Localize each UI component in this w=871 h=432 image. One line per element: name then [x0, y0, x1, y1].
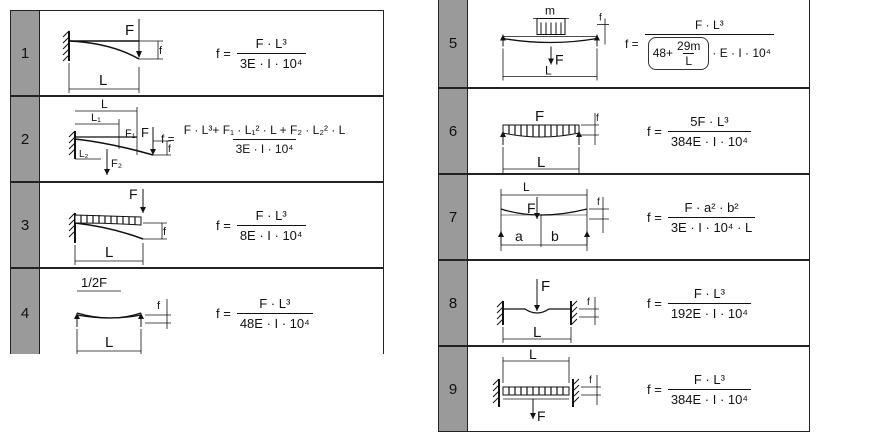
table-row: 7 L F a b — [438, 174, 810, 260]
left-table: 1 F f L — [10, 10, 384, 358]
beam-with-mass-diagram: m F f L — [469, 0, 609, 87]
table-row: 4 1/2F f L f = F · — [10, 268, 384, 358]
svg-text:L: L — [529, 347, 537, 362]
row-number: 3 — [11, 183, 40, 267]
svg-text:f: f — [168, 144, 171, 155]
svg-text:F: F — [129, 186, 138, 202]
svg-text:L₁: L₁ — [91, 112, 101, 124]
svg-text:F: F — [541, 278, 550, 295]
svg-text:f: f — [157, 300, 161, 312]
svg-text:1/2F: 1/2F — [81, 275, 107, 290]
simply-supported-center-load-diagram: 1/2F f L — [41, 269, 181, 357]
row-number: 6 — [439, 89, 468, 173]
svg-text:f: f — [596, 113, 599, 124]
fixed-fixed-distributed-load-diagram: L F — [469, 347, 609, 431]
table-row: 2 L L₁ F F₁ — [10, 96, 384, 182]
row-number: 8 — [439, 261, 468, 345]
svg-text:F: F — [125, 22, 134, 39]
left-table-clip — [0, 354, 400, 432]
svg-text:b: b — [551, 228, 559, 244]
cantilever-multi-load-diagram: L L₁ F F₁ F₂ L₂ f — [41, 97, 181, 181]
right-table: 5 m F f L — [438, 0, 810, 432]
row-number: 1 — [11, 11, 40, 95]
row-number: 5 — [439, 0, 468, 87]
table-row: 6 F f — [438, 88, 810, 174]
svg-text:f: f — [599, 13, 602, 24]
svg-text:F₂: F₂ — [111, 158, 122, 170]
svg-text:L: L — [523, 180, 530, 194]
svg-text:f: f — [587, 297, 590, 308]
svg-text:F: F — [141, 125, 149, 140]
svg-text:F: F — [535, 108, 544, 125]
svg-text:F: F — [527, 200, 536, 216]
svg-text:L: L — [101, 97, 108, 111]
svg-text:L: L — [105, 334, 113, 351]
cantilever-distributed-load-diagram: F f L — [41, 183, 181, 267]
table-row: 3 F — [10, 182, 384, 268]
svg-text:L₂: L₂ — [79, 149, 89, 160]
fixed-fixed-center-load-diagram: F f L — [469, 261, 609, 345]
table-row: 1 F f L — [10, 10, 384, 96]
simply-supported-distributed-load-diagram: F f L — [469, 89, 609, 173]
svg-text:f: f — [589, 375, 592, 386]
svg-text:a: a — [515, 228, 523, 244]
svg-text:f: f — [163, 226, 167, 238]
row-number: 7 — [439, 175, 468, 259]
table-row: 9 L — [438, 346, 810, 432]
svg-text:F: F — [555, 52, 564, 68]
svg-text:L: L — [105, 244, 113, 261]
row-number: 9 — [439, 347, 468, 431]
svg-text:L: L — [537, 154, 545, 171]
svg-text:m: m — [545, 4, 555, 18]
table-row: 8 F f L — [438, 260, 810, 346]
row-number: 2 — [11, 97, 40, 181]
svg-text:L: L — [99, 72, 107, 89]
table-row: 5 m F f L — [438, 0, 810, 88]
simply-supported-offset-load-diagram: L F a b f — [469, 175, 609, 259]
row-number: 4 — [11, 269, 40, 357]
svg-text:L: L — [545, 64, 552, 78]
svg-text:f: f — [597, 197, 600, 208]
svg-text:L: L — [533, 324, 541, 341]
svg-text:F: F — [537, 408, 546, 424]
cantilever-end-load-diagram: F f L — [41, 11, 181, 95]
svg-text:f: f — [159, 45, 163, 57]
svg-text:F₁: F₁ — [125, 128, 136, 140]
